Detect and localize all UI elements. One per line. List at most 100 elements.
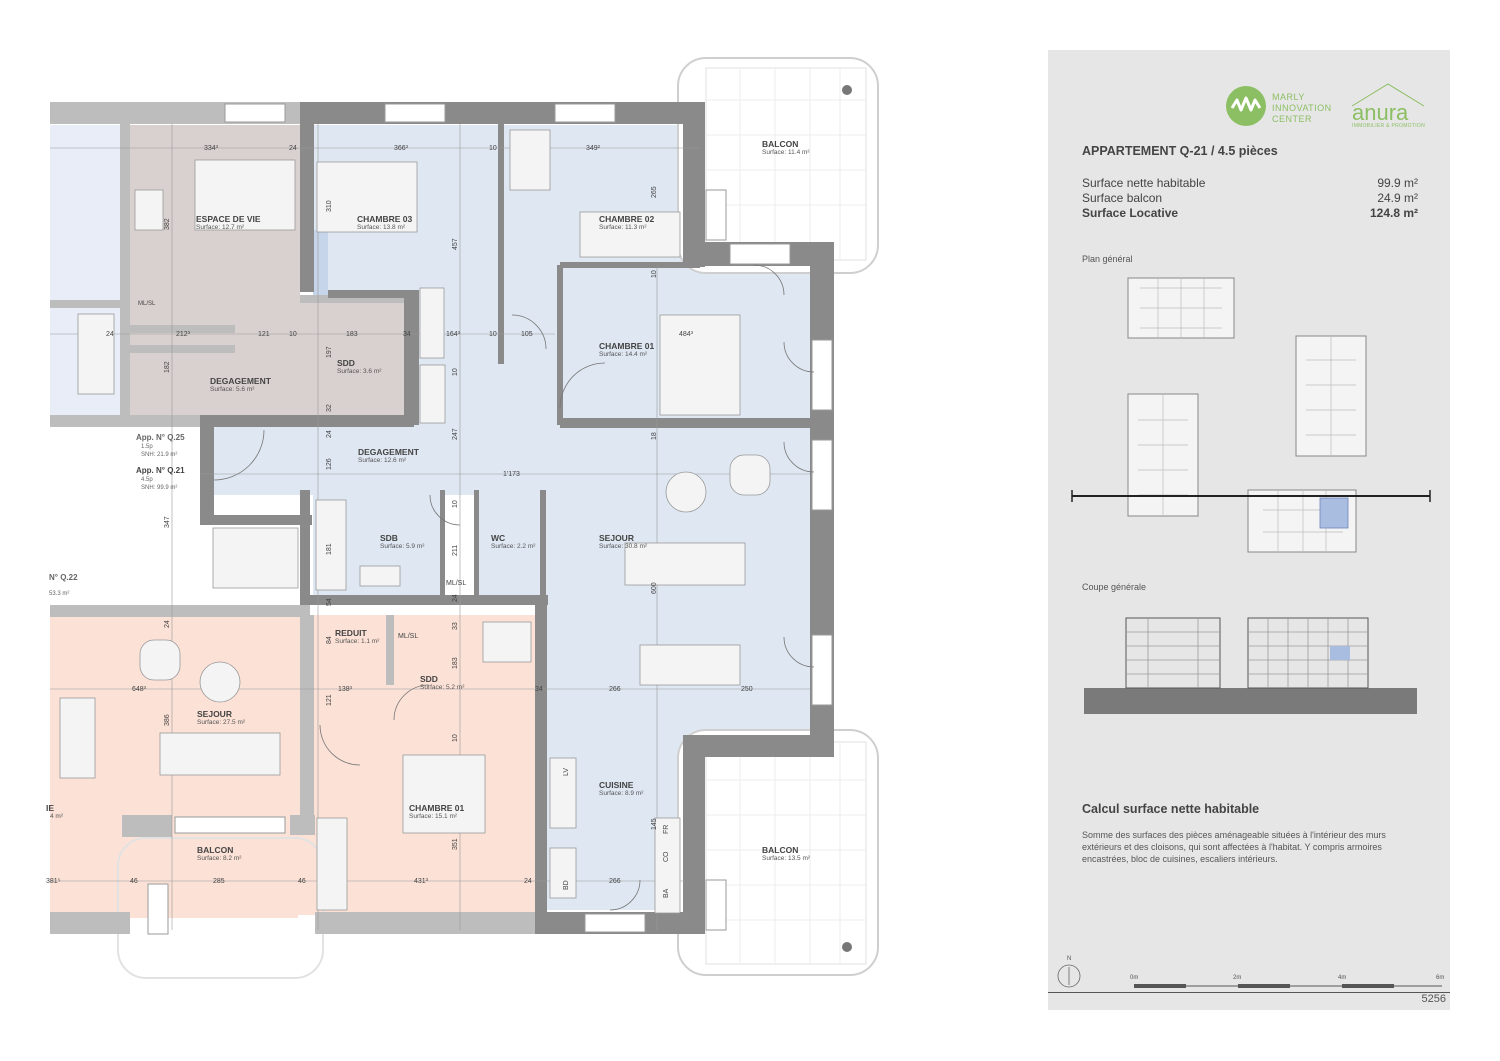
plan-drawing — [50, 57, 879, 979]
calc-title: Calcul surface nette habitable — [1082, 802, 1260, 816]
room-surface: Surface: 5.9 m² — [380, 543, 425, 550]
dimension-label: 386 — [164, 714, 171, 726]
dimension-label: 10 — [289, 331, 297, 338]
dimension-label: 431³ — [414, 878, 429, 885]
room-surface: Surface: 13.5 m² — [762, 855, 811, 862]
room-surface: Surface: 30.8 m² — [599, 543, 648, 550]
dimension-label: 10 — [651, 270, 658, 278]
page-number: 5256 — [1421, 993, 1446, 1005]
dimension-label: 349² — [586, 145, 601, 152]
dimension-label: 382 — [164, 218, 171, 230]
room-surface: Surface: 5.6 m² — [210, 386, 255, 393]
anura-logo: anura — [1352, 100, 1409, 125]
info-panel: MARLY INNOVATION CENTER anura IMMOBILIER… — [1048, 50, 1450, 1010]
dimension-label: 46 — [130, 878, 138, 885]
fixture-label: FR — [663, 824, 670, 834]
dimension-label: 484³ — [679, 331, 694, 338]
anura-logo-subtitle: IMMOBILIER & PROMOTION — [1352, 123, 1425, 129]
dimension-label: 10 — [489, 331, 497, 338]
plan-general-label: Plan général — [1082, 254, 1133, 264]
dimension-label: 212³ — [176, 331, 191, 338]
surface-label: Surface balcon — [1082, 191, 1163, 205]
balcony-top — [677, 57, 879, 274]
room-surface: Surface: 8.2 m² — [197, 855, 242, 862]
dimension-label: 24 — [326, 430, 333, 438]
dimension-label: 197 — [326, 346, 333, 358]
surface-row: Surface nette habitable 99.9 m² — [1082, 176, 1418, 190]
dimension-label: 457 — [452, 238, 459, 250]
dimension-label: 10 — [452, 368, 459, 376]
marly-logo-line: CENTER — [1272, 114, 1313, 124]
dimension-label: 18 — [651, 432, 658, 440]
marly-logo-icon — [1226, 86, 1266, 126]
apt-fill-column — [313, 230, 328, 295]
dimension-label: 351 — [452, 838, 459, 850]
surface-value: 124.8 m² — [1369, 206, 1418, 220]
room-surface: Surface: 11.4 m² — [762, 149, 810, 156]
dimension-label: 265 — [651, 186, 658, 198]
room-surface: Surface: 8.9 m² — [599, 790, 644, 797]
dimension-label: 126 — [326, 458, 333, 470]
room-surface: Surface: 13.8 m² — [357, 224, 406, 231]
dimension-label: 211 — [452, 544, 459, 556]
dimension-label: 24 — [289, 145, 297, 152]
dimension-label: 24 — [164, 620, 171, 628]
app-tag-title: N° Q.22 — [49, 573, 78, 582]
room-surface: 4 m² — [50, 813, 63, 820]
dimension-label: 334³ — [204, 145, 219, 152]
dimension-label: 285 — [213, 878, 225, 885]
dimension-label: 1'173 — [503, 471, 520, 478]
surface-value: 24.9 m² — [1377, 191, 1418, 205]
dimension-label: 183 — [346, 331, 358, 338]
room-name: CUISINE — [599, 780, 634, 790]
balcony-drain-2 — [842, 942, 852, 952]
scale-label: 0m — [1130, 975, 1139, 981]
fixture-label: BD — [563, 880, 570, 890]
room-name: SEJOUR — [599, 533, 634, 543]
room-surface: Surface: 2.2 m² — [491, 543, 536, 550]
dimension-label: 145 — [651, 818, 658, 830]
room-name: CHAMBRE 01 — [409, 803, 465, 813]
room-surface: Surface: 14.4 m² — [599, 351, 648, 358]
room-name: CHAMBRE 02 — [599, 214, 655, 224]
anura-logo-roof-icon — [1351, 83, 1425, 107]
room-surface: Surface: 5.2 m² — [420, 684, 465, 691]
dimension-label: 121 — [326, 694, 333, 706]
room-name: ESPACE DE VIE — [196, 214, 261, 224]
room-name: CHAMBRE 01 — [599, 341, 655, 351]
marly-logo: MARLY INNOVATION CENTER — [1226, 86, 1338, 132]
surface-value: 99.9 m² — [1377, 176, 1418, 190]
room-name: IE — [46, 803, 55, 813]
fixture-label: CO — [663, 851, 670, 863]
apt-fill-wc — [478, 495, 543, 595]
marly-logo-line: INNOVATION — [1272, 103, 1332, 113]
scale-bar — [1134, 984, 1442, 988]
dimension-label: 366³ — [394, 145, 409, 152]
app-tag-title: App. N° Q.21 — [136, 466, 185, 475]
scale-label: 2m — [1233, 975, 1242, 981]
dimension-label: 181 — [326, 543, 333, 555]
dimension-label: 10 — [452, 500, 459, 508]
dimension-label: 24 — [106, 331, 114, 338]
door-swings — [213, 264, 815, 911]
room-name: BALCON — [762, 139, 799, 149]
dimension-label: 34 — [403, 331, 411, 338]
dimension-label: 10 — [452, 734, 459, 742]
room-surface: Surface: 27.5 m² — [197, 719, 246, 726]
dimension-label: 10 — [489, 145, 497, 152]
room-name: REDUIT — [335, 628, 367, 638]
calc-description: Somme des surfaces des pièces aménageabl… — [1082, 830, 1386, 864]
balcony-grid — [706, 68, 866, 964]
dimension-label: 121 — [258, 331, 270, 338]
room-surface: Surface: 3.6 m² — [337, 368, 382, 375]
dimension-label: 381⁵ — [46, 878, 61, 885]
fixture-label: LV — [563, 767, 570, 776]
room-name: BALCON — [197, 845, 234, 855]
app-tag-snh: SNH: 99.9 m² — [141, 485, 178, 491]
surface-row: Surface Locative 124.8 m² — [1082, 206, 1418, 220]
dimension-label: 183 — [452, 657, 459, 669]
dimension-label: 648³ — [132, 686, 147, 693]
footer-rule — [1048, 992, 1450, 993]
room-name: SEJOUR — [197, 709, 232, 719]
app-tag-snh: SNH: 21.9 m² — [141, 452, 178, 458]
